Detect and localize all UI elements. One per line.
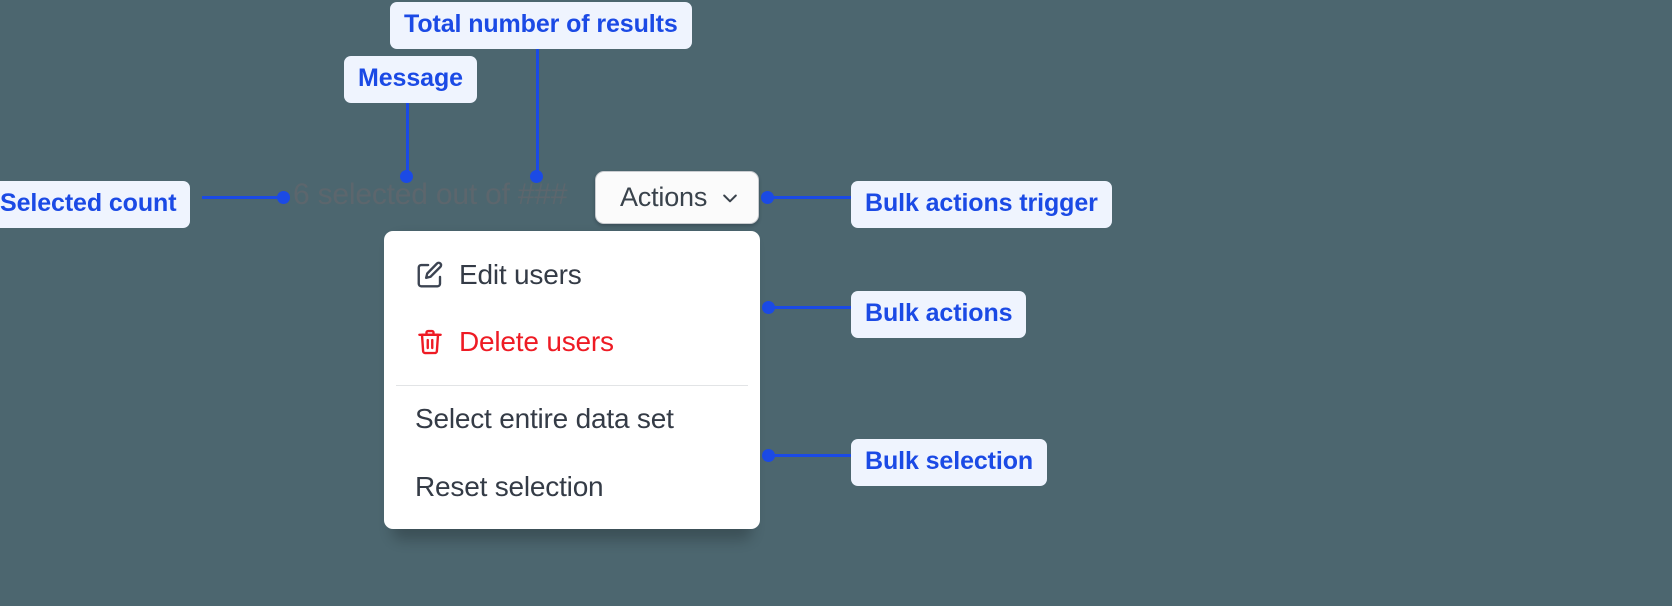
menu-item-label: Reset selection: [415, 471, 604, 502]
connector-total-results: [536, 38, 539, 178]
annotation-selected-count: Selected count: [0, 181, 191, 228]
chevron-down-icon: [720, 188, 740, 208]
annotation-total-number-of-results: Total number of results: [390, 2, 692, 49]
connector-selected-count: [202, 196, 284, 199]
annotation-bulk-actions-trigger: Bulk actions trigger: [851, 181, 1112, 228]
menu-item-reset-selection[interactable]: Reset selection: [384, 465, 760, 509]
connector-bulk-actions-trigger: [768, 196, 854, 199]
connector-dot-bulk-actions: [762, 301, 775, 314]
connector-bulk-actions: [769, 306, 855, 309]
annotation-bulk-actions: Bulk actions: [851, 291, 1027, 338]
menu-item-label: Delete users: [459, 326, 614, 357]
connector-dot-message: [400, 170, 413, 183]
bulk-actions-trigger-button[interactable]: Actions: [595, 171, 759, 224]
menu-item-select-entire-data-set[interactable]: Select entire data set: [384, 397, 760, 441]
bulk-actions-dropdown-menu: Edit users Delete users Select entire da…: [384, 231, 760, 529]
bulk-actions-trigger-label: Actions: [620, 182, 708, 212]
trash-icon: [415, 327, 459, 357]
menu-item-delete-users[interactable]: Delete users: [384, 320, 760, 364]
annotation-bulk-selection: Bulk selection: [851, 439, 1048, 486]
connector-dot-bulk-selection: [762, 449, 775, 462]
connector-dot-bulk-actions-trigger: [761, 191, 774, 204]
edit-icon: [415, 260, 459, 290]
connector-dot-total-results: [530, 170, 543, 183]
menu-item-label: Select entire data set: [415, 403, 674, 434]
connector-message: [406, 92, 409, 178]
connector-bulk-selection: [769, 454, 855, 457]
annotation-message: Message: [344, 56, 477, 103]
menu-item-label: Edit users: [459, 259, 582, 290]
connector-dot-selected-count: [277, 191, 290, 204]
menu-divider: [396, 385, 748, 386]
menu-item-edit-users[interactable]: Edit users: [384, 253, 760, 297]
selection-status-text: 6 selected out of ###: [293, 178, 568, 211]
